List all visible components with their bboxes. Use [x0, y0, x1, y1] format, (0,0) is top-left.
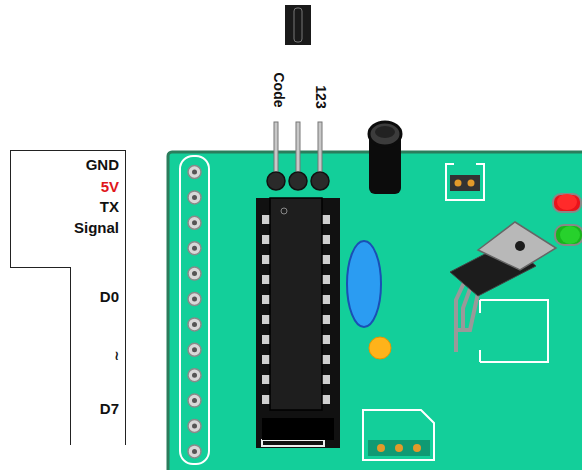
chip-leg	[322, 235, 330, 244]
small-component	[369, 337, 391, 359]
chip-leg	[322, 315, 330, 324]
pin-hole	[192, 246, 197, 251]
chip-leg	[262, 315, 270, 324]
microcontroller-chip	[256, 198, 340, 448]
pin-hole	[192, 322, 197, 327]
header-pins	[188, 166, 201, 458]
circuit-board	[168, 152, 582, 470]
pin-hole	[192, 170, 197, 175]
chip-leg	[262, 275, 270, 284]
header-pin	[188, 293, 201, 306]
chip-leg	[322, 215, 330, 224]
pin-hole	[192, 424, 197, 429]
chip-leg	[262, 215, 270, 224]
pin-label: D7	[100, 401, 119, 416]
pin-label-box: GND 5V TX Signal	[10, 150, 126, 268]
pin-label: Signal	[74, 220, 119, 235]
pin-hole	[192, 398, 197, 403]
pin-label: D0	[100, 289, 119, 304]
chip-leg	[262, 355, 270, 364]
header-pin	[188, 394, 201, 407]
ceramic-capacitor	[347, 241, 381, 327]
pin-label: GND	[86, 157, 119, 172]
jumper-label: Code	[271, 73, 285, 108]
header-pin	[188, 369, 201, 382]
chip-leg	[262, 295, 270, 304]
chip-leg	[262, 235, 270, 244]
pin-range-mark: ≀	[114, 349, 119, 362]
chip-leg	[322, 255, 330, 264]
pin-label: TX	[100, 199, 119, 214]
pin-label: 5V	[101, 179, 119, 194]
chip-leg	[322, 335, 330, 344]
pin-hole	[192, 373, 197, 378]
header-pin	[188, 267, 201, 280]
pin-hole	[192, 195, 197, 200]
pin-hole	[192, 220, 197, 225]
three-pin-connector	[363, 410, 434, 460]
capacitor	[369, 122, 401, 194]
header-pin	[188, 318, 201, 331]
chip-leg	[322, 395, 330, 404]
header-pin	[188, 343, 201, 356]
chip-leg	[322, 275, 330, 284]
header-pin	[188, 420, 201, 433]
leds	[553, 194, 582, 245]
pin-hole	[192, 297, 197, 302]
jumper-cap	[285, 5, 311, 45]
header-pin	[188, 242, 201, 255]
chip-leg	[262, 255, 270, 264]
chip-leg	[322, 295, 330, 304]
two-pin-connector	[446, 164, 484, 200]
header-pin	[188, 445, 201, 458]
header-pin	[188, 191, 201, 204]
pin-label-box: D0 ≀ D7	[70, 267, 126, 445]
chip-leg	[262, 335, 270, 344]
jumper-label: 123	[314, 85, 328, 108]
chip-leg	[262, 375, 270, 384]
pin-hole	[192, 347, 197, 352]
chip-leg	[262, 395, 270, 404]
jumper-header	[267, 122, 329, 190]
header-pin	[188, 166, 201, 179]
pin-hole	[192, 271, 197, 276]
pin-hole	[192, 449, 197, 454]
chip-leg	[322, 375, 330, 384]
chip-leg	[322, 355, 330, 364]
pin-header	[180, 156, 209, 464]
header-pin	[188, 216, 201, 229]
voltage-regulator	[450, 222, 556, 362]
